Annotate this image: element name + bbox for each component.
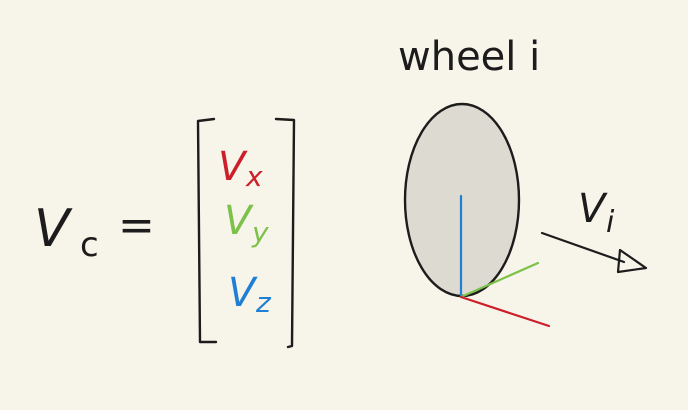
- velocity-symbol: V: [578, 186, 608, 232]
- vy-subscript: y: [251, 216, 269, 249]
- velocity-subscript: i: [606, 205, 615, 240]
- vy-symbol: V: [224, 198, 254, 244]
- wheel-y-axis: [459, 261, 540, 299]
- vx-subscript: x: [245, 160, 263, 193]
- left-bracket: [196, 117, 218, 344]
- wheel-x-axis: [459, 295, 551, 328]
- lhs-subscript: c: [80, 225, 99, 265]
- vz-symbol: V: [228, 270, 258, 316]
- vx-symbol: V: [218, 144, 248, 190]
- equals-sign: =: [118, 200, 155, 251]
- component-vz: V z: [228, 270, 272, 319]
- vz-subscript: z: [255, 286, 272, 319]
- velocity-arrow-shaft: [540, 231, 626, 264]
- lhs-velocity-label: V c: [34, 199, 99, 265]
- right-bracket: [274, 117, 296, 349]
- velocity-arrowhead-icon: [616, 248, 648, 274]
- velocity-arrow: [540, 231, 648, 274]
- lhs-symbol: V: [34, 199, 73, 259]
- component-vx: V x: [218, 144, 263, 193]
- velocity-label: V i: [578, 186, 615, 240]
- wheel-title: wheel i: [398, 34, 540, 80]
- component-vy: V y: [224, 198, 269, 249]
